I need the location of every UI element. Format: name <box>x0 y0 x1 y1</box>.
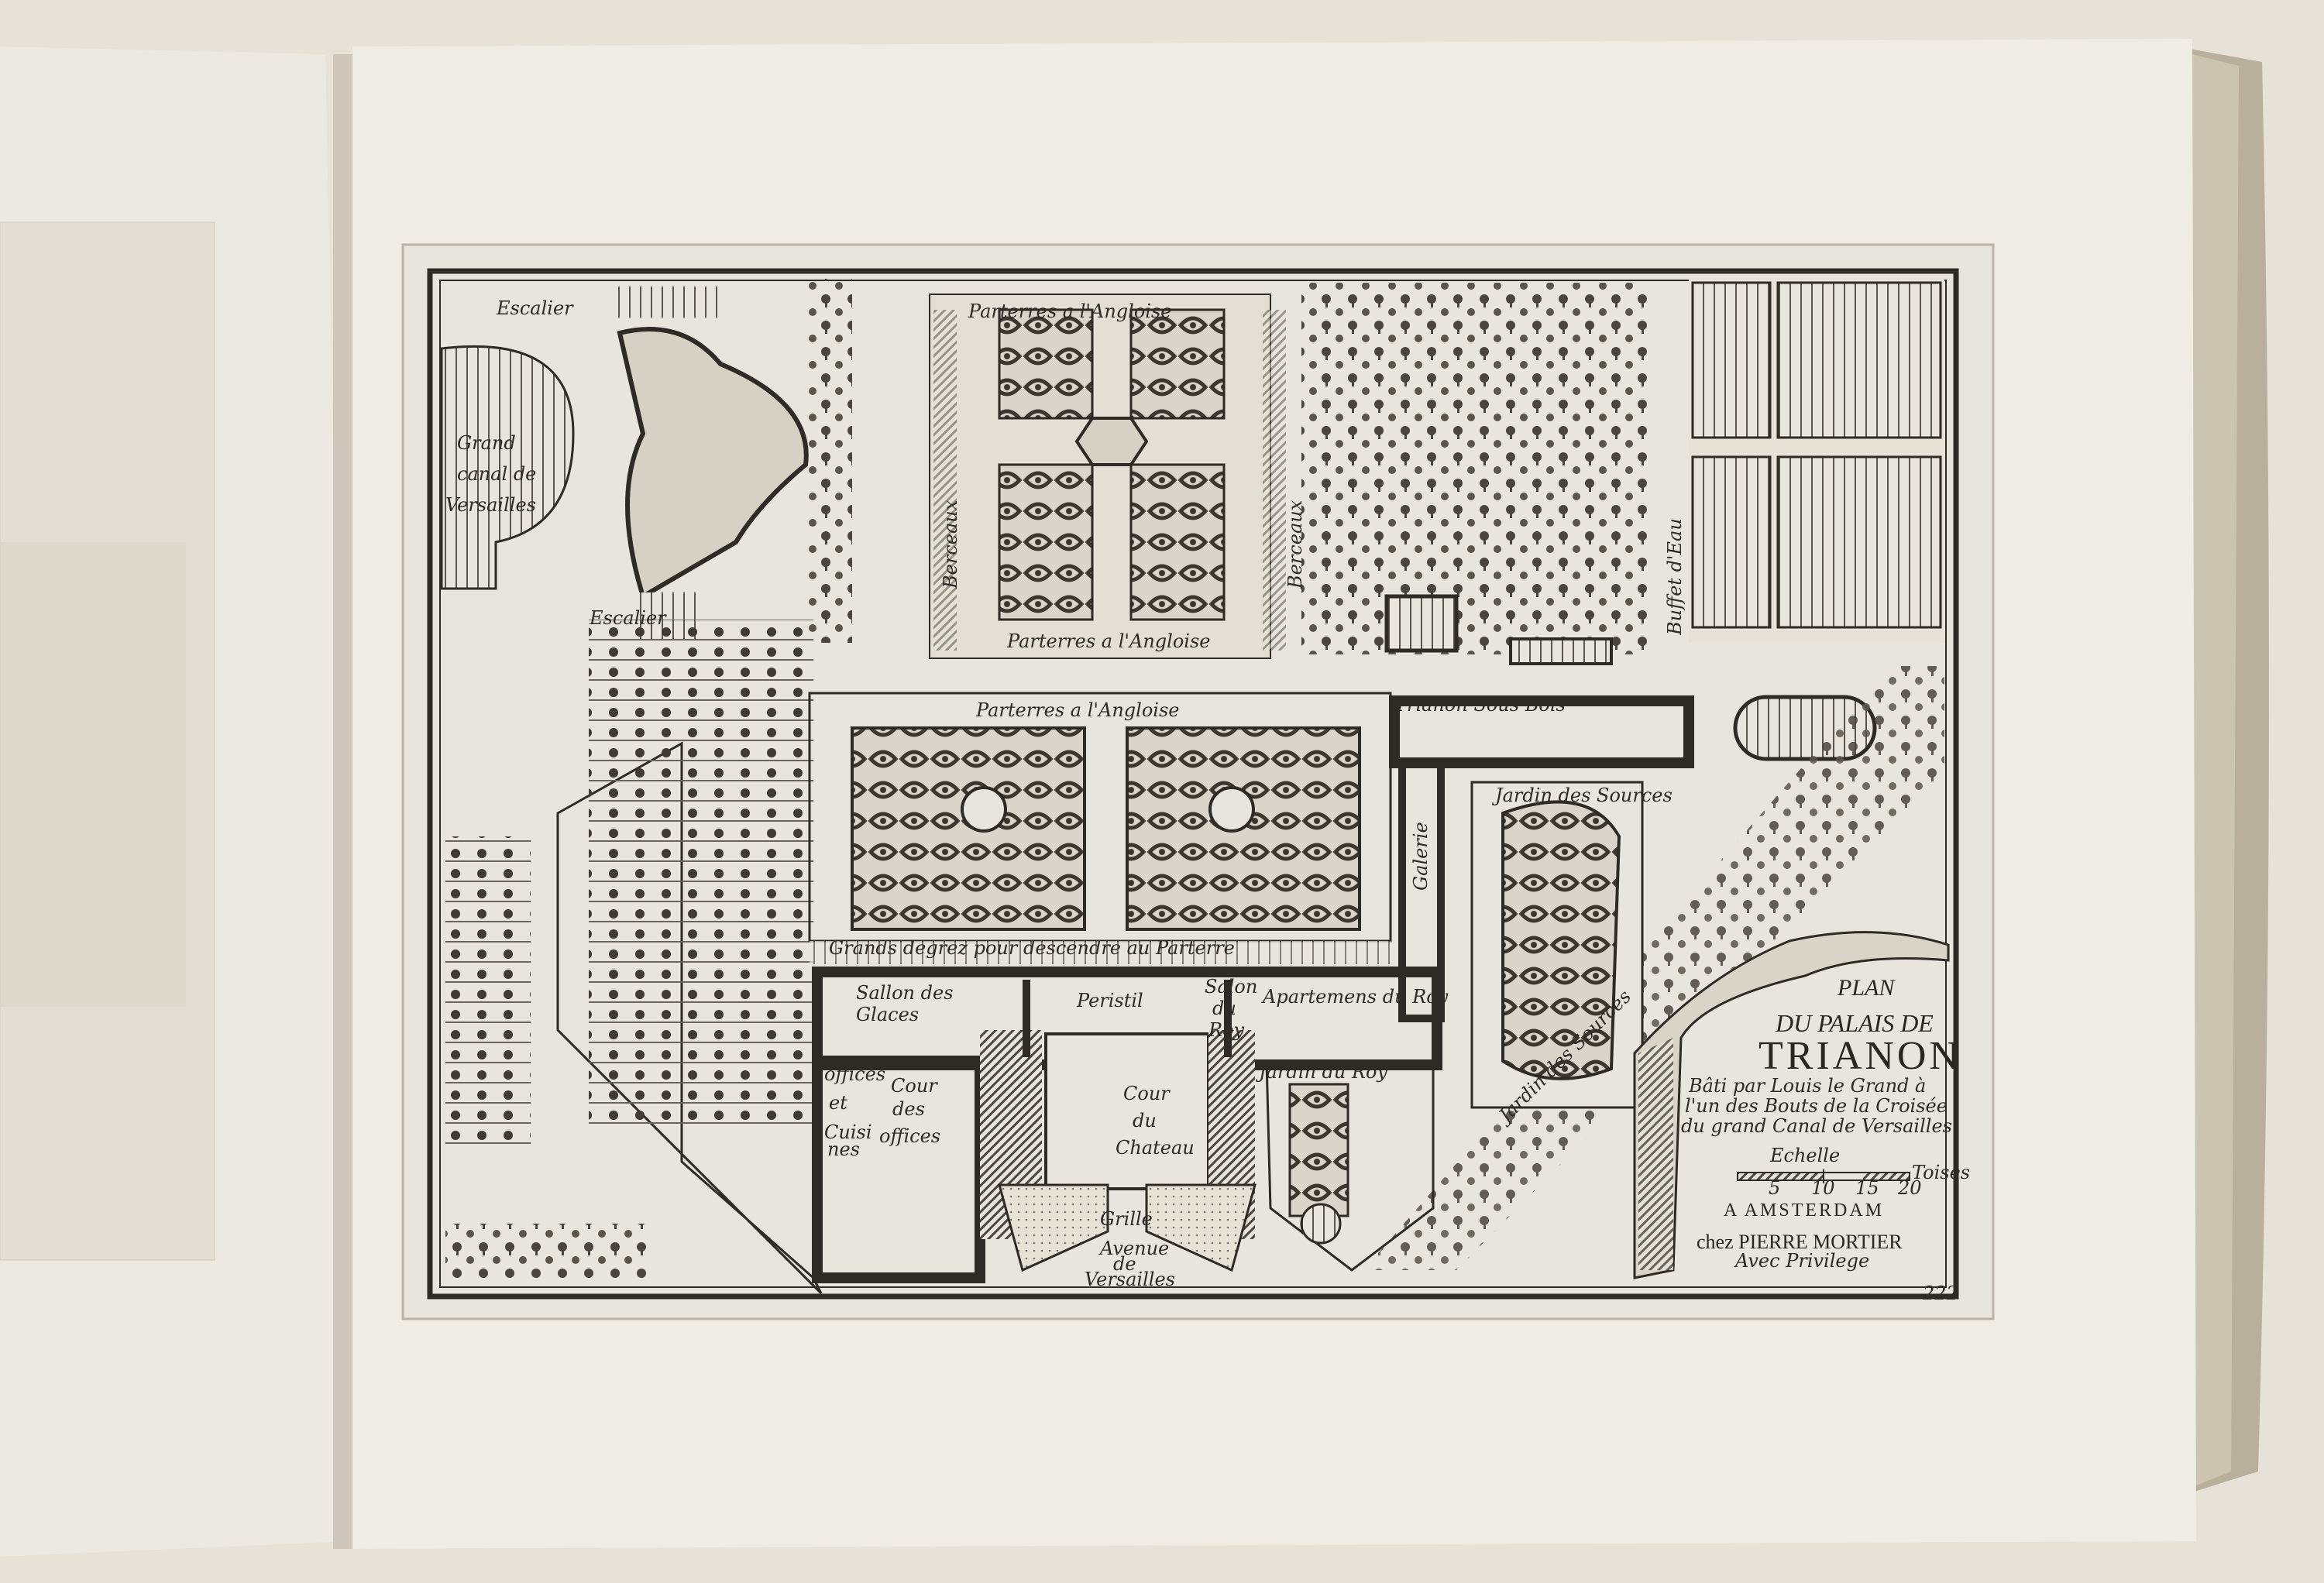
page-edges <box>2177 46 2269 1495</box>
scale-title: Echelle <box>1769 1145 1840 1166</box>
title-cartouche: PLAN DU PALAIS DE TRIANON Bâti par Louis… <box>1681 975 1970 1272</box>
map-labels: Escalier Escalier Grand canal de Versail… <box>445 297 1686 1290</box>
label-grand-canal: canal de <box>457 463 536 485</box>
scale-tick: 5 <box>1769 1177 1780 1199</box>
parterre <box>998 463 1094 621</box>
title-trianon: TRIANON <box>1758 1034 1961 1078</box>
parterre <box>1129 308 1226 420</box>
label-offices: nes <box>827 1138 860 1160</box>
scale-unit: Toises <box>1912 1162 1970 1183</box>
title-du-palais: DU PALAIS DE <box>1775 1009 1934 1037</box>
parterre <box>998 308 1094 420</box>
label-cour-offices: des <box>892 1098 925 1120</box>
privilege: Avec Privilege <box>1734 1250 1869 1272</box>
label-avenue: Versailles <box>1085 1269 1175 1290</box>
scale-tick: 15 <box>1855 1177 1879 1199</box>
label-jardin-sources: Jardin des Sources <box>1491 785 1673 806</box>
label-peristil: Peristil <box>1076 990 1143 1011</box>
label-offices: offices <box>824 1063 885 1085</box>
label-avenue: Avenue <box>1098 1238 1169 1259</box>
plate-number: 222 <box>1922 1283 1958 1304</box>
label-berceaux: Berceaux <box>1284 500 1306 589</box>
large-parterre-left <box>851 726 1086 931</box>
label-salon-roy: du <box>1212 998 1236 1019</box>
label-salon-roy: Roy <box>1208 1019 1245 1041</box>
scale-tick: 20 <box>1897 1177 1922 1199</box>
label-parterres: Parterres a l'Angloise <box>1006 630 1210 652</box>
map-border <box>427 268 1959 1300</box>
publisher-city: A AMSTERDAM <box>1724 1200 1884 1221</box>
label-parterres: Parterres a l'Angloise <box>975 699 1179 721</box>
subtitle-line: l'un des Bouts de la Croisée <box>1685 1095 1948 1117</box>
tree-rows-left <box>445 836 531 1146</box>
label-buffet-eau: Buffet d'Eau <box>1664 518 1686 636</box>
subtitle-line: Bâti par Louis le Grand à <box>1688 1075 1926 1097</box>
subtitle-line: du grand Canal de Versailles. <box>1681 1115 1958 1137</box>
label-cour-chateau: Chateau <box>1116 1137 1195 1159</box>
label-salon-roy: Salon <box>1205 976 1257 998</box>
canal-basin <box>440 345 575 590</box>
label-grands-degrez: Grands degrez pour descendre au Parterre <box>829 937 1235 959</box>
label-cour-chateau: du <box>1133 1110 1157 1131</box>
label-cour-offices: Cour <box>891 1075 938 1097</box>
label-galerie: Galerie <box>1410 822 1432 891</box>
scale-bar <box>1737 1169 1910 1183</box>
bosquet-rows <box>589 620 813 1131</box>
label-avenue: de <box>1113 1253 1136 1275</box>
jardin-des-sources <box>1501 800 1621 1080</box>
label-apartemens-roy: Apartemens du Roy <box>1261 986 1449 1008</box>
label-grand-canal: Versailles <box>445 494 536 516</box>
label-offices: Cuisi <box>824 1121 872 1143</box>
label-cour-offices: offices <box>879 1125 940 1147</box>
label-escalier: Escalier <box>496 297 574 319</box>
map-drawing <box>440 279 1950 1295</box>
label-sallon-glaces: Sallon des <box>856 982 954 1004</box>
label-sallon-glaces: Glaces <box>856 1004 919 1025</box>
galerie-wing <box>1398 759 1445 1022</box>
canal-crossing <box>617 327 809 600</box>
trianon-sous-bois-wing <box>1389 695 1694 768</box>
label-berceaux: Berceaux <box>940 500 961 589</box>
publisher: chez PIERRE MORTIER <box>1697 1231 1903 1253</box>
label-parterres: Parterres a l'Angloise <box>968 300 1171 322</box>
label-grand-canal: Grand <box>457 432 516 454</box>
label-cour-chateau: Cour <box>1123 1083 1171 1104</box>
bosquets <box>1301 283 1650 654</box>
title-plan: PLAN <box>1837 975 1896 1001</box>
chateau <box>812 967 1442 1283</box>
label-offices: et <box>829 1092 847 1114</box>
scale-tick: 10 <box>1811 1177 1835 1199</box>
label-trianon-sous-bois: Trianon Sous Bois <box>1394 694 1566 716</box>
parterre <box>1129 463 1226 621</box>
label-grille: Grille <box>1100 1208 1153 1230</box>
label-jardin-roy: Jardin du Roy <box>1255 1061 1387 1083</box>
label-escalier: Escalier <box>589 607 667 629</box>
